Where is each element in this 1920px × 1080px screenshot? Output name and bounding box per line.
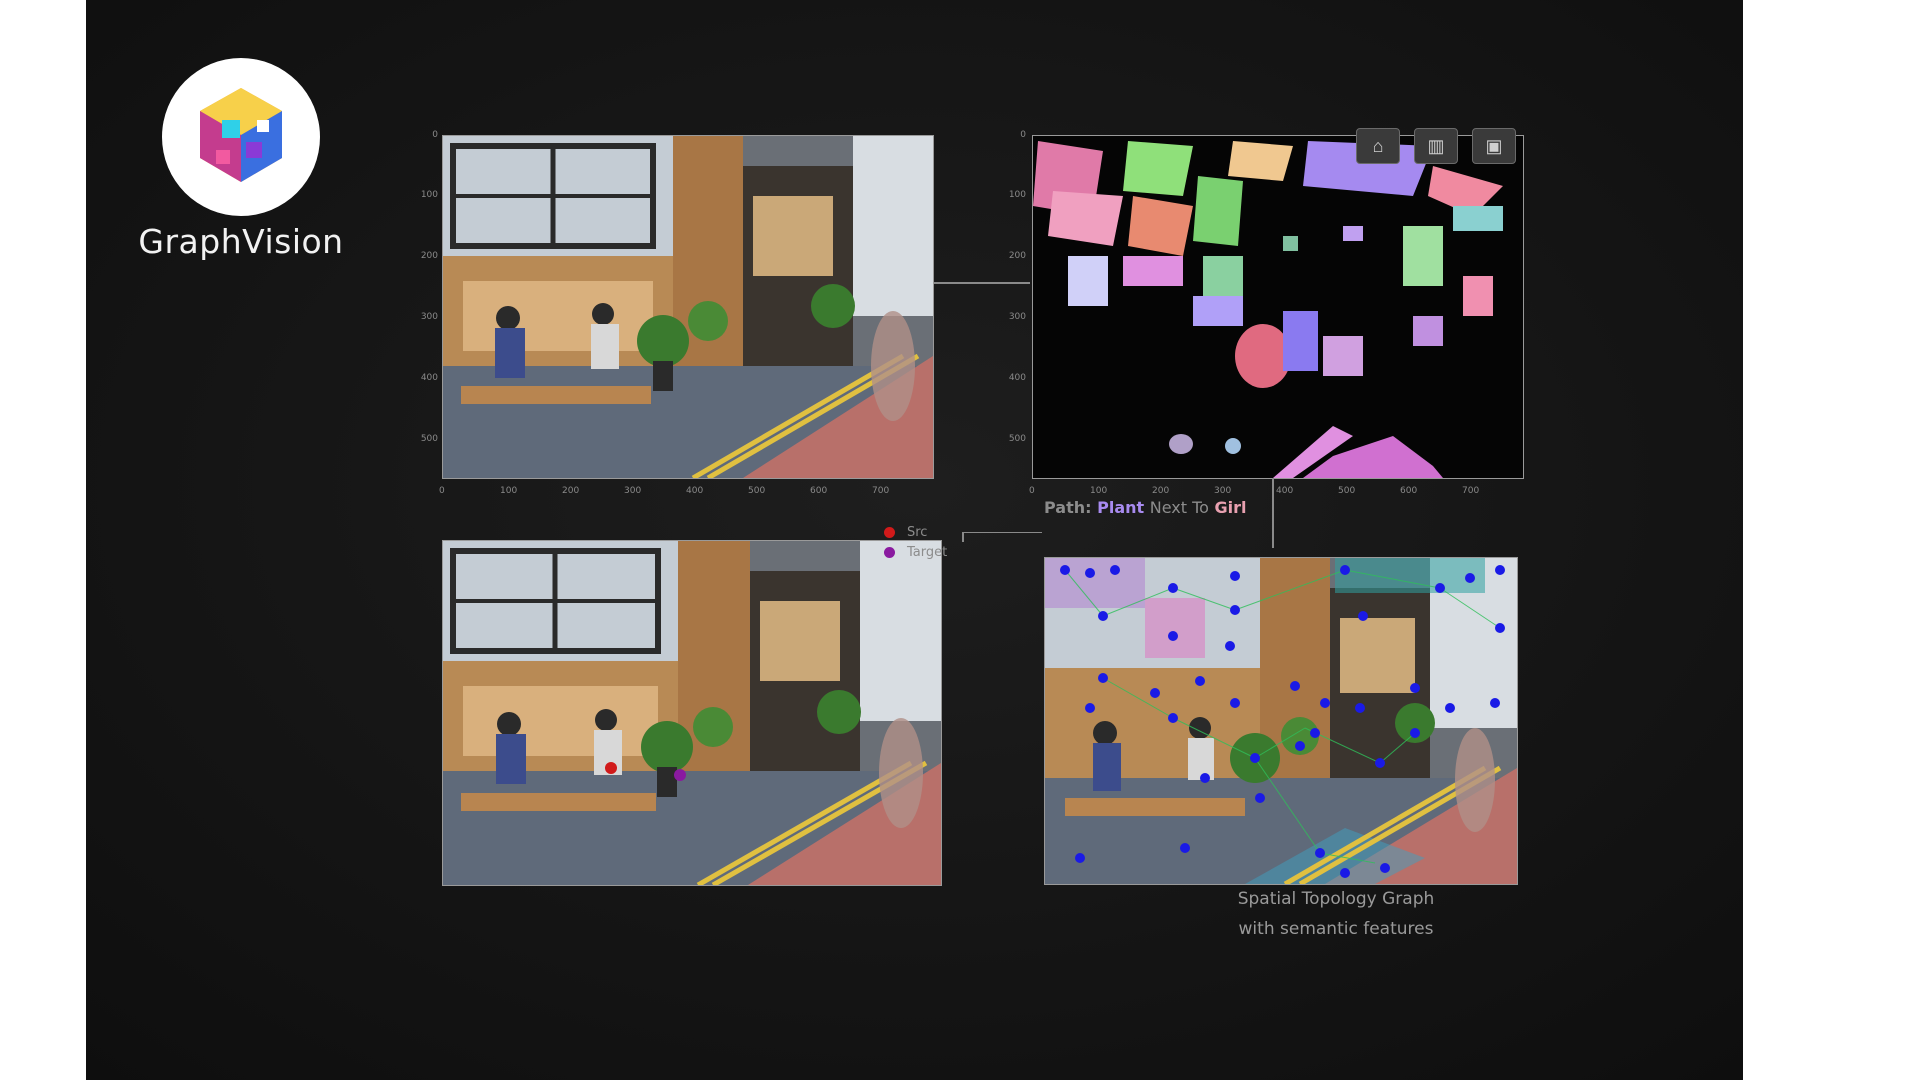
x-tick: 200 xyxy=(1152,486,1170,496)
path-node-plant: Plant xyxy=(1097,498,1145,517)
x-tick: 700 xyxy=(1462,486,1480,496)
y-tick: 200 xyxy=(1008,251,1026,261)
source-marker xyxy=(605,762,617,774)
graph-nodes xyxy=(1060,565,1505,878)
x-tick: 400 xyxy=(686,486,704,496)
y-tick: 500 xyxy=(420,434,438,444)
caption-line: with semantic features xyxy=(1238,919,1434,939)
original-image xyxy=(442,135,934,479)
logo-badge xyxy=(162,58,320,216)
red-dot-icon xyxy=(884,526,895,538)
x-tick: 700 xyxy=(872,486,890,496)
y-axis-ticks-left: 0 100 200 300 400 500 xyxy=(412,130,438,480)
home-icon[interactable]: ⌂ xyxy=(1356,128,1400,164)
y-tick: 0 xyxy=(1020,130,1026,140)
topology-graph-image xyxy=(1044,557,1518,885)
legend-label: Target xyxy=(907,544,948,560)
legend-item-target: Target xyxy=(884,542,947,562)
path-label: Path: Plant Next To Girl xyxy=(1044,498,1247,517)
arrow-connector xyxy=(1272,478,1274,548)
x-tick: 500 xyxy=(748,486,766,496)
x-tick: 300 xyxy=(624,486,642,496)
x-tick: 500 xyxy=(1338,486,1356,496)
x-tick: 600 xyxy=(810,486,828,496)
cube-logo-icon xyxy=(200,88,282,182)
arrow-connector xyxy=(934,282,1030,284)
path-bracket xyxy=(962,532,1042,533)
image-toolbar: ⌂ ▥ ▣ xyxy=(1356,128,1516,164)
chart-icon[interactable]: ▥ xyxy=(1414,128,1458,164)
path-prefix: Path: xyxy=(1044,498,1092,517)
path-node-girl: Girl xyxy=(1214,498,1247,517)
x-tick: 400 xyxy=(1276,486,1294,496)
x-tick: 300 xyxy=(1214,486,1232,496)
y-tick: 400 xyxy=(1008,373,1026,383)
graph-caption: Spatial Topology Graph with semantic fea… xyxy=(1146,884,1526,944)
legend-item-src: Src xyxy=(884,522,947,542)
path-bracket xyxy=(962,532,964,542)
x-tick: 100 xyxy=(1090,486,1108,496)
y-tick: 100 xyxy=(1008,190,1026,200)
y-tick: 0 xyxy=(432,130,438,140)
x-tick: 0 xyxy=(439,486,445,496)
query-image xyxy=(442,540,942,886)
save-icon[interactable]: ▣ xyxy=(1472,128,1516,164)
marker-legend: Src Target xyxy=(884,522,947,562)
segmentation-mask xyxy=(1032,135,1524,479)
y-tick: 400 xyxy=(420,373,438,383)
caption-line: Spatial Topology Graph xyxy=(1237,889,1435,909)
y-tick: 100 xyxy=(420,190,438,200)
x-tick: 200 xyxy=(562,486,580,496)
legend-label: Src xyxy=(907,524,928,540)
x-tick: 100 xyxy=(500,486,518,496)
purple-dot-icon xyxy=(884,546,895,558)
x-tick: 600 xyxy=(1400,486,1418,496)
logo-text: GraphVision xyxy=(138,222,344,261)
y-axis-ticks-right: 0 100 200 300 400 500 xyxy=(998,130,1026,480)
x-tick: 0 xyxy=(1029,486,1035,496)
y-tick: 200 xyxy=(420,251,438,261)
y-tick: 300 xyxy=(420,312,438,322)
slide: GraphVision xyxy=(86,0,1743,1080)
y-tick: 300 xyxy=(1008,312,1026,322)
y-tick: 500 xyxy=(1008,434,1026,444)
path-relation: Next To xyxy=(1149,498,1209,517)
target-marker xyxy=(674,769,686,781)
